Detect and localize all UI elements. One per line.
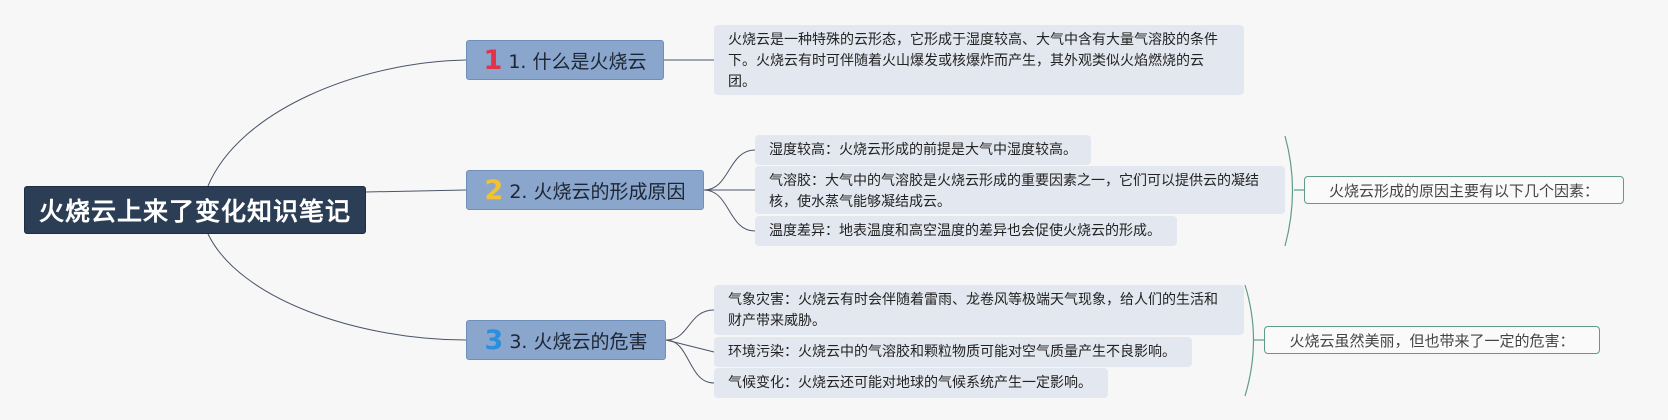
priority-3-icon: 3 [484, 324, 504, 356]
root-topic-label: 火烧云上来了变化知识笔记 [38, 197, 351, 226]
subtopic-aerosol[interactable]: 气溶胶：大气中的气溶胶是火烧云形成的重要因素之一，它们可以提供云的凝结核，使水蒸… [755, 166, 1285, 214]
connector-branch-2-leaf-3 [703, 189, 756, 232]
connector-root-branch-1 [207, 59, 467, 187]
subtopic-climate-change[interactable]: 气候变化：火烧云还可能对地球的气候系统产生一定影响。 [714, 368, 1108, 398]
connector-root-branch-3 [207, 233, 467, 341]
priority-1-icon: 1 [483, 44, 503, 76]
summary-brace-2 [1284, 135, 1294, 247]
subtopic-definition[interactable]: 火烧云是一种特殊的云形态，它形成于湿度较高、大气中含有大量气溶胶的条件下。火烧云… [714, 25, 1244, 95]
branch-topic-2-label: 2. 火烧云的形成原因 [509, 180, 686, 203]
branch-topic-2[interactable]: 2 2. 火烧云的形成原因 [466, 170, 704, 210]
subtopic-pollution[interactable]: 环境污染：火烧云中的气溶胶和颗粒物质可能对空气质量产生不良影响。 [714, 337, 1192, 367]
root-topic[interactable]: 火烧云上来了变化知识笔记 [24, 186, 366, 234]
summary-hazards[interactable]: 火烧云虽然美丽，但也带来了一定的危害： [1264, 326, 1600, 354]
subtopic-temperature[interactable]: 温度差异：地表温度和高空温度的差异也会促使火烧云的形成。 [755, 216, 1177, 246]
branch-topic-1-label: 1. 什么是火烧云 [508, 50, 647, 73]
connector-root-branch-2 [365, 189, 467, 193]
connector-branch-3-leaf-3 [665, 339, 715, 384]
subtopic-weather-disaster[interactable]: 气象灾害：火烧云有时会伴随着雷雨、龙卷风等极端天气现象，给人们的生活和财产带来威… [714, 285, 1244, 335]
connector-branch-2-leaf-1 [703, 149, 756, 191]
summary-brace-3 [1244, 284, 1255, 397]
branch-topic-3[interactable]: 3 3. 火烧云的危害 [466, 320, 666, 360]
connector-branch-3-leaf-1 [665, 309, 715, 341]
branch-topic-1[interactable]: 1 1. 什么是火烧云 [466, 40, 664, 80]
summary-formation[interactable]: 火烧云形成的原因主要有以下几个因素： [1304, 176, 1624, 204]
priority-2-icon: 2 [484, 174, 504, 206]
branch-topic-3-label: 3. 火烧云的危害 [509, 330, 648, 353]
subtopic-humidity[interactable]: 湿度较高：火烧云形成的前提是大气中湿度较高。 [755, 135, 1091, 165]
